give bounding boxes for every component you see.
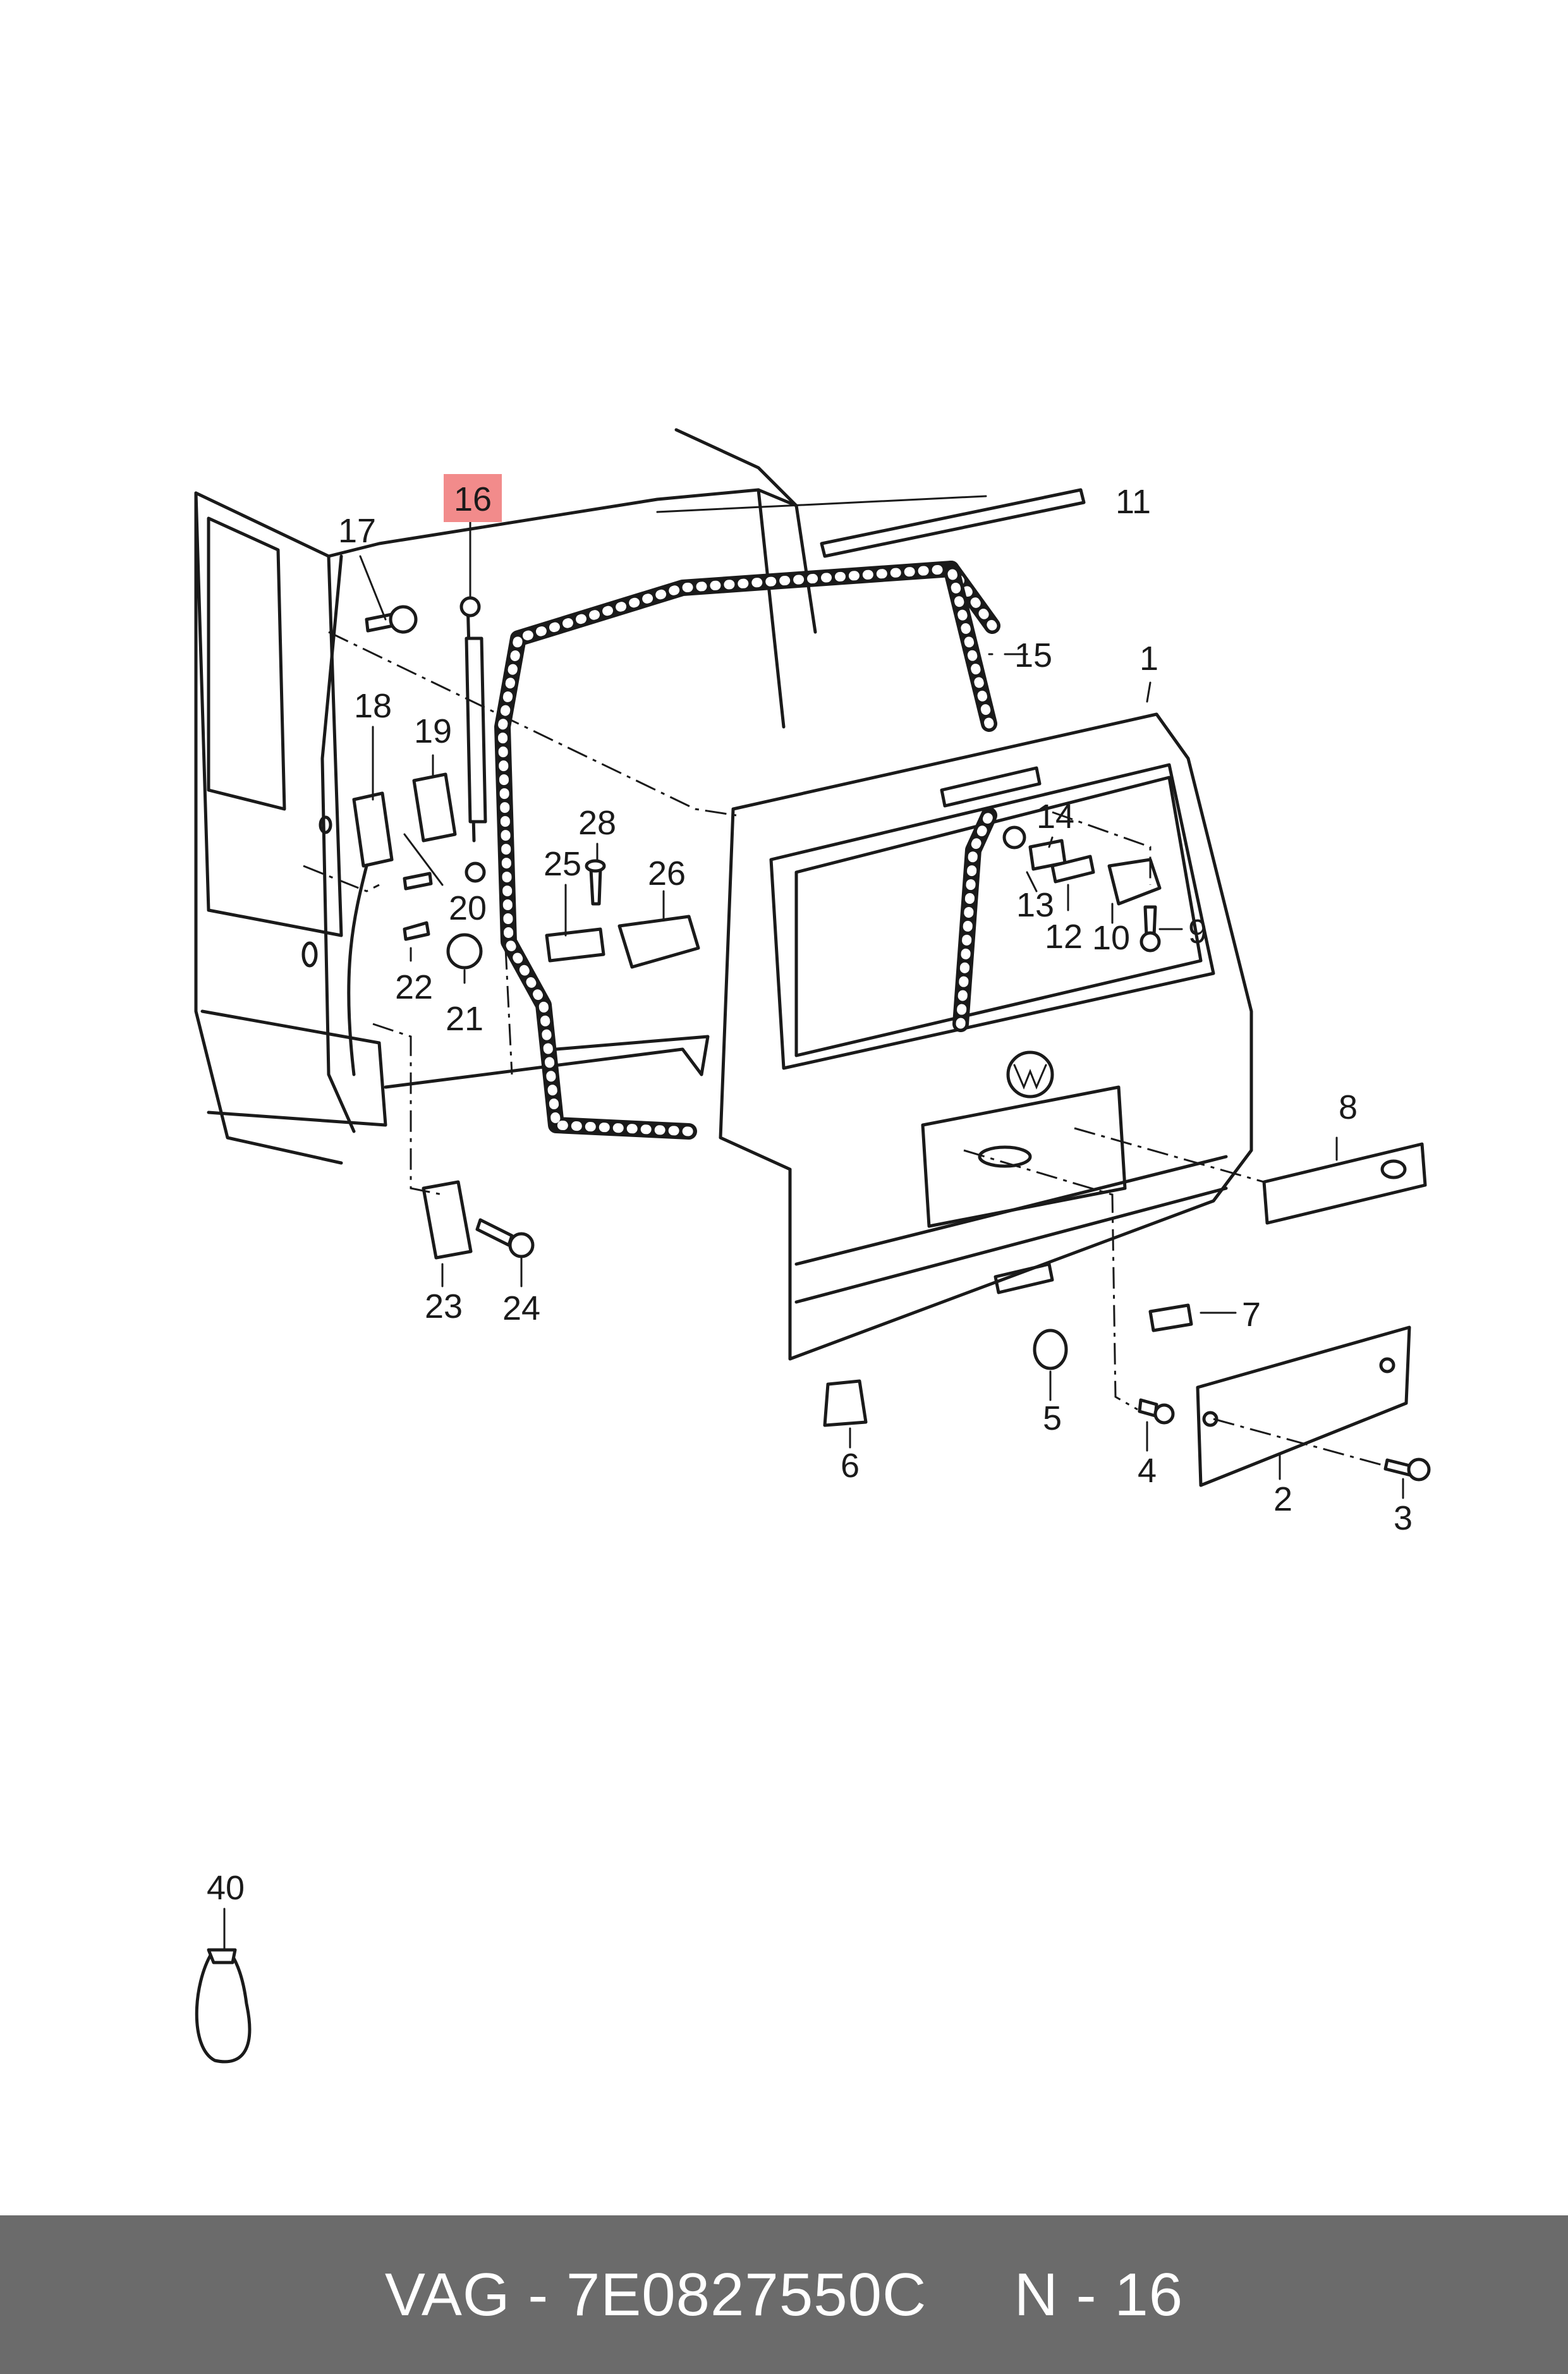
label-part-10: 10 [1092, 919, 1130, 957]
footer-bar: VAG - 7E0827550C N - 16 [0, 2215, 1568, 2374]
label-part-21: 21 [446, 1000, 483, 1038]
label-part-5: 5 [1043, 1399, 1062, 1437]
exploded-parts-diagram: 16 17 11 15 1 18 19 28 14 25 26 20 13 12… [194, 428, 1431, 2064]
vehicle-body [194, 428, 817, 1165]
label-part-3: 3 [1394, 1499, 1413, 1537]
label-part-4: 4 [1138, 1452, 1157, 1490]
tailgate [719, 712, 1253, 1361]
label-part-9: 9 [1188, 913, 1207, 951]
label-part-19: 19 [414, 712, 452, 750]
label-part-13: 13 [1016, 886, 1054, 924]
label-part-6: 6 [841, 1447, 860, 1485]
roof-trim-strip [820, 488, 1086, 558]
label-part-17: 17 [338, 512, 376, 550]
label-part-23: 23 [425, 1287, 463, 1325]
label-part-20: 20 [449, 889, 487, 927]
highlight-box [444, 474, 502, 522]
label-part-25: 25 [544, 845, 581, 883]
label-part-28: 28 [578, 804, 616, 842]
gas-strut [459, 596, 487, 883]
label-part-2: 2 [1273, 1480, 1292, 1518]
label-part-18: 18 [354, 687, 392, 725]
label-part-1: 1 [1140, 640, 1158, 678]
label-part-26: 26 [648, 855, 686, 892]
label-part-15: 15 [1014, 636, 1052, 674]
hardware-parts [195, 605, 1431, 2064]
label-part-16: 16 [454, 480, 492, 518]
label-part-7: 7 [1242, 1296, 1261, 1334]
door-seal [494, 561, 1000, 1140]
label-part-11: 11 [1115, 483, 1151, 521]
label-part-40: 40 [207, 1869, 245, 1907]
label-part-8: 8 [1339, 1088, 1358, 1126]
leader-lines [223, 495, 1404, 1951]
label-part-12: 12 [1045, 918, 1083, 956]
label-part-14: 14 [1036, 798, 1074, 836]
label-part-24: 24 [502, 1289, 540, 1327]
part-labels: 16 17 11 15 1 18 19 28 14 25 26 20 13 12… [207, 480, 1413, 1907]
part-number-caption: VAG - 7E0827550C N - 16 [384, 2260, 1184, 2328]
label-part-22: 22 [395, 968, 433, 1006]
